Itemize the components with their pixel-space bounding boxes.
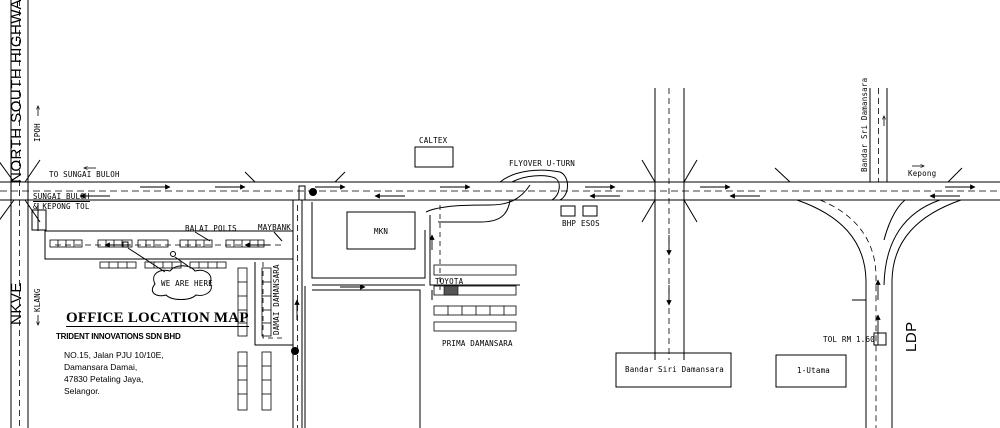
address-line-2: Damansara Damai, xyxy=(64,362,138,372)
mkn-label: MKN xyxy=(374,227,389,236)
ldp-label: LDP xyxy=(903,321,920,352)
maybank-label: MAYBANK xyxy=(258,223,292,232)
north-south-highway-label: NORTH SOUTH HIGHWAY xyxy=(8,0,25,183)
ldp-toll-label: TOL RM 1.60 xyxy=(823,335,875,344)
mkn-building xyxy=(346,211,416,250)
kepong-toll-label: & KEPONG TOL xyxy=(33,202,90,211)
kepong-label: Kepong xyxy=(908,169,937,178)
ldp-toll-booth xyxy=(873,332,887,346)
company-name: TRIDENT INNOVATIONS SDN BHD xyxy=(56,332,181,341)
toll-gate xyxy=(298,185,306,201)
map-title: OFFICE LOCATION MAP xyxy=(66,310,249,327)
esos-label: ESOS xyxy=(581,219,600,228)
direction-arrows xyxy=(38,106,924,325)
address-line-4: Selangor. xyxy=(64,386,100,396)
junction-marker-icon xyxy=(309,188,317,196)
office-marker-icon xyxy=(122,241,129,248)
one-utama-label: 1-Utama xyxy=(797,366,831,375)
toyota-label: TOYOTA xyxy=(435,277,464,286)
route-arrows xyxy=(79,184,976,345)
klang-label: KLANG xyxy=(33,288,42,312)
we-are-here-label: WE ARE HERE xyxy=(161,279,213,288)
caltex-building xyxy=(414,146,454,168)
toyota-marker xyxy=(443,285,459,296)
we-are-here-callout xyxy=(127,231,283,300)
shop-lots xyxy=(49,239,517,411)
bhp-label: BHP xyxy=(562,219,577,228)
address-line-1: NO.15, Jalan PJU 10/10E, xyxy=(64,350,164,360)
address-line-3: 47830 Petaling Jaya, xyxy=(64,374,144,384)
sungai-buloh-toll-label: SUNGAI BULOH xyxy=(33,192,90,202)
ipoh-label: IPOH xyxy=(33,123,42,142)
bandar-siri-damansara-label: Bandar Siri Damansara xyxy=(625,365,725,374)
damai-damansara-label: DAMAI DAMANSARA xyxy=(272,264,281,335)
damai-junction-marker-icon xyxy=(291,347,299,355)
prima-damansara-label: PRIMA DAMANSARA xyxy=(442,339,513,348)
balai-polis-marker-icon xyxy=(170,251,176,257)
to-sungai-buloh-label: TO SUNGAI BULOH xyxy=(49,170,120,179)
balai-polis-label: BALAI POLIS xyxy=(185,224,237,233)
bhp-building xyxy=(560,205,576,217)
esos-building xyxy=(582,205,598,217)
caltex-label: CALTEX xyxy=(419,136,448,145)
nkve-label: NKVE xyxy=(8,282,25,325)
buildings xyxy=(298,146,887,388)
location-markers xyxy=(122,188,317,355)
bandar-siri-damansara-building xyxy=(615,352,732,388)
flyover-u-turn-label: FLYOVER U-TURN xyxy=(509,159,576,168)
one-utama-building xyxy=(775,354,847,388)
bandar-sri-damansara-road-label: Bandar Sri Damansara xyxy=(860,77,869,172)
